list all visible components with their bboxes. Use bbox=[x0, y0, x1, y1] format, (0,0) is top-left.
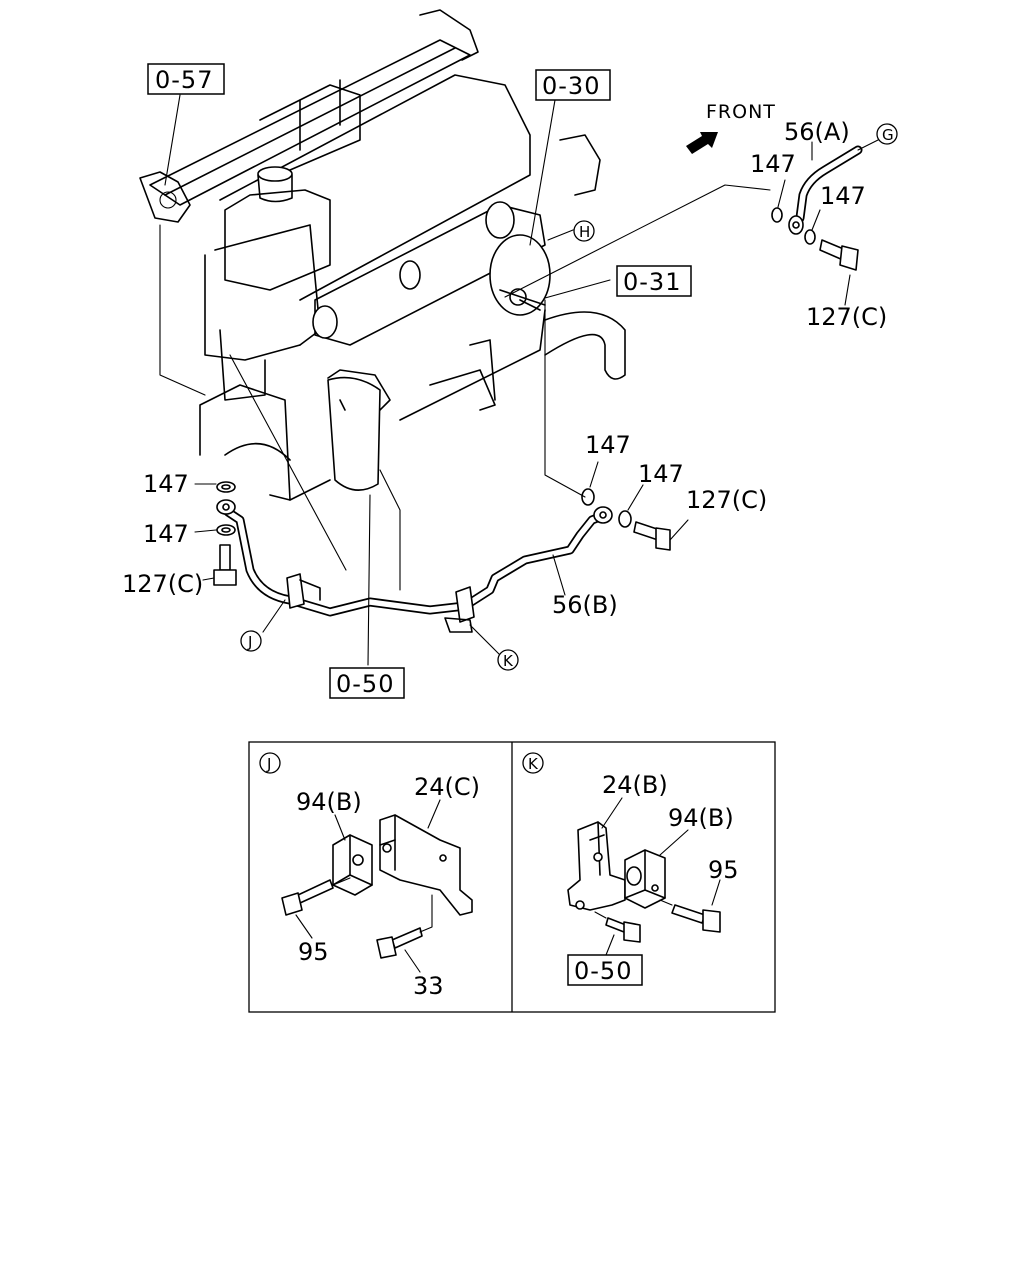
leader-lines bbox=[159, 94, 879, 666]
ref-0-30-label: 0-30 bbox=[542, 72, 600, 100]
oil-pipe-56b bbox=[216, 499, 613, 633]
callout-g-letter: G bbox=[882, 126, 894, 144]
front-label: FRONT bbox=[706, 101, 776, 123]
ref-0-50: 0-50 bbox=[329, 667, 405, 699]
callout-h-letter: H bbox=[579, 223, 590, 241]
washers-and-bolts bbox=[213, 207, 859, 586]
callout-j-letter: J bbox=[247, 633, 252, 651]
inset-k-ref-0-50: 0-50 bbox=[574, 957, 632, 985]
label-127c-c: 127(C) bbox=[122, 570, 203, 598]
inset-k-label-95: 95 bbox=[708, 856, 739, 884]
ref-0-57-label: 0-57 bbox=[155, 66, 213, 94]
callout-k: K bbox=[497, 649, 519, 671]
part-labels: 56(A) 147 147 127(C) 147 147 127(C) 56(B… bbox=[122, 118, 887, 619]
label-56a: 56(A) bbox=[784, 118, 850, 146]
front-arrow: FRONT bbox=[686, 101, 776, 154]
ref-0-31: 0-31 bbox=[616, 265, 692, 297]
inset-k-label-24b: 24(B) bbox=[602, 771, 668, 799]
label-147-e: 147 bbox=[143, 470, 189, 498]
ref-0-30: 0-30 bbox=[535, 69, 611, 101]
engine-block bbox=[139, 9, 626, 501]
ref-0-57: 0-57 bbox=[147, 63, 225, 95]
ref-0-31-label: 0-31 bbox=[623, 268, 681, 296]
inset-panels bbox=[248, 741, 776, 1013]
label-147-b: 147 bbox=[820, 182, 866, 210]
inset-j-label-33: 33 bbox=[413, 972, 444, 1000]
label-147-d: 147 bbox=[638, 460, 684, 488]
callout-h: H bbox=[573, 220, 595, 242]
callout-g: G bbox=[876, 123, 898, 145]
label-147-c: 147 bbox=[585, 431, 631, 459]
inset-k-label-94b: 94(B) bbox=[668, 804, 734, 832]
inset-k: K 24(B) 94(B) 95 0-50 bbox=[522, 752, 739, 986]
label-127c-a: 127(C) bbox=[806, 303, 887, 331]
inset-j-letter: J bbox=[266, 755, 271, 773]
inset-j-label-94b: 94(B) bbox=[296, 788, 362, 816]
inset-j-label-24c: 24(C) bbox=[414, 773, 480, 801]
inset-j: J 94(B) 24(C) 95 33 bbox=[259, 752, 480, 1000]
inset-j-label-95: 95 bbox=[298, 938, 329, 966]
ref-0-50-label: 0-50 bbox=[336, 670, 394, 698]
callout-k-letter: K bbox=[503, 652, 514, 670]
oil-pipe-56a bbox=[788, 145, 863, 235]
inset-k-letter: K bbox=[528, 755, 539, 773]
label-147-a: 147 bbox=[750, 150, 796, 178]
callout-j: J bbox=[240, 630, 262, 652]
label-127c-b: 127(C) bbox=[686, 486, 767, 514]
label-147-f: 147 bbox=[143, 520, 189, 548]
label-56b: 56(B) bbox=[552, 591, 618, 619]
